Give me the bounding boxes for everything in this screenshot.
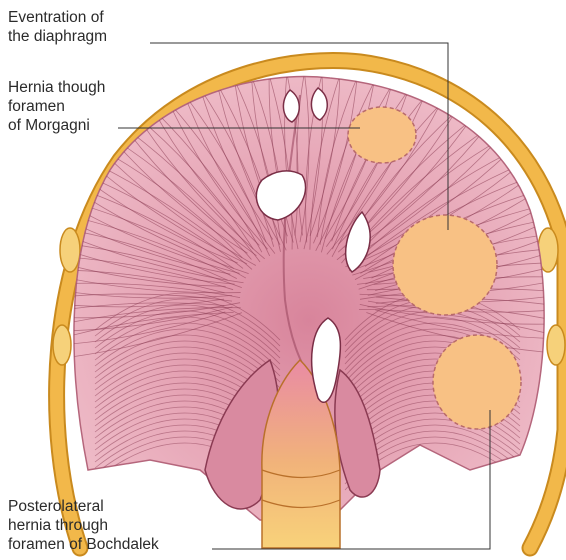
- label-line: the diaphragm: [8, 27, 107, 46]
- rib-joint: [547, 325, 565, 365]
- label-bochdalek: Posterolateral hernia through foramen of…: [8, 497, 159, 554]
- label-line: Eventration of: [8, 8, 107, 27]
- label-eventration: Eventration of the diaphragm: [8, 8, 107, 46]
- label-line: foramen: [8, 97, 105, 116]
- bochdalek-hernia: [433, 335, 521, 429]
- label-line: of Morgagni: [8, 116, 105, 135]
- rib-joint: [53, 325, 71, 365]
- label-line: Posterolateral: [8, 497, 159, 516]
- morgagni-hernia: [348, 107, 416, 163]
- eventration-area: [393, 215, 497, 315]
- label-line: hernia through: [8, 516, 159, 535]
- rib-joint: [60, 228, 80, 272]
- label-line: Hernia though: [8, 78, 105, 97]
- label-line: foramen of Bochdalek: [8, 535, 159, 554]
- label-morgagni: Hernia though foramen of Morgagni: [8, 78, 105, 135]
